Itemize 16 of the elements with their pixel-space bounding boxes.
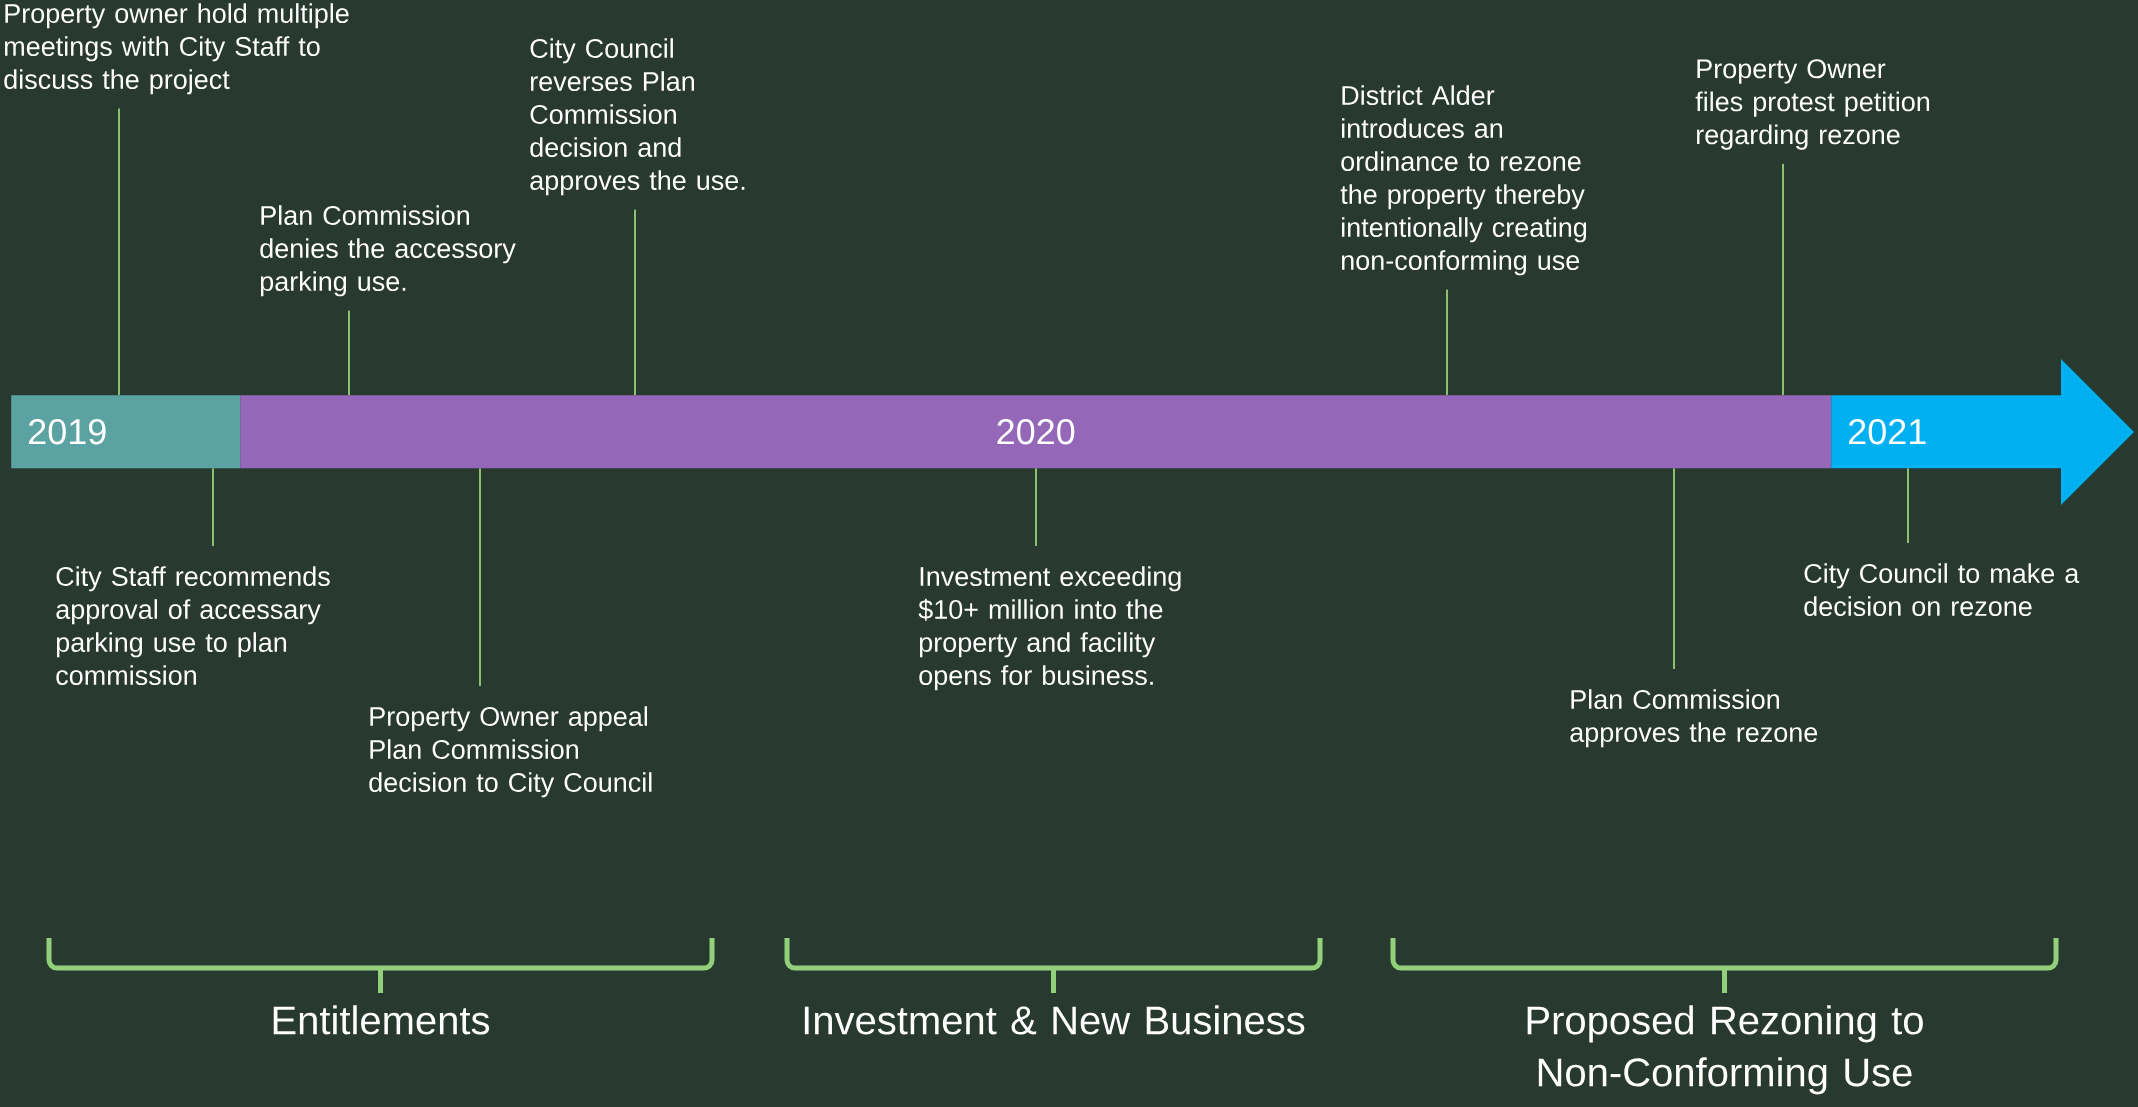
event-text: Investment exceeding $10+ million into the property and facility opens for business. (918, 566, 1181, 691)
timeline-segment: 2020 (240, 395, 1832, 469)
timeline-segment: 2019 (11, 395, 241, 469)
event-text: Property Owner appeal Plan Commission decision to City Council (369, 706, 652, 798)
event-text: Property owner hold multiple meetings with City Staff to discuss the project (4, 3, 349, 95)
event-text: Plan Commission denies the accessory parking use. (260, 205, 516, 297)
timeline-segment: 2021 (1831, 359, 2134, 505)
event-text: City Council to make a decision on rezone (1804, 563, 2080, 617)
event-text: Property Owner files protest petition regarding rezone (1695, 59, 1930, 150)
phase-label: Entitlements (273, 1005, 490, 1035)
phase-label: Investment & New Business (804, 1005, 1305, 1035)
phase-label: Proposed Rezoning to Non-Conforming Use (1527, 1005, 1923, 1095)
event-text: District Alder introduces an ordinance to rezone the property thereby intentionally creating non-conforming use (1340, 85, 1587, 276)
event-text: City Council reverses Plan Commission decision and approves the use. (530, 38, 745, 196)
event-text: City Staff recommends approval of accessary parking use to plan commission (56, 566, 330, 686)
event-text: Plan Commission approves the rezone (1570, 689, 1818, 748)
